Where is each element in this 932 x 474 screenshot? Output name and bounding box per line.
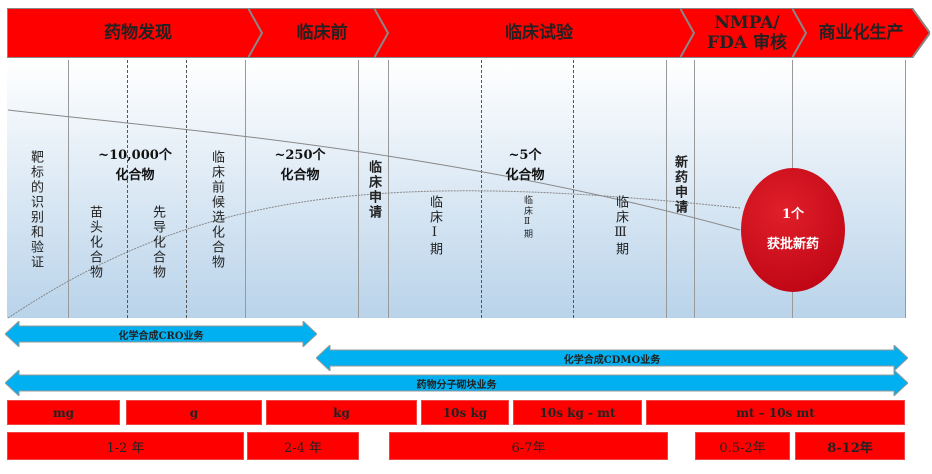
divider <box>186 60 187 318</box>
duration-preclinical: 2-4 年 <box>247 432 359 460</box>
step-lead: 先导化合物 <box>150 205 165 280</box>
count-5: ~5个化合物 <box>505 148 545 183</box>
divider <box>388 60 389 318</box>
stage-nmpa-fda-review: NMPA/ FDA 审核 <box>680 8 814 58</box>
upper-curve <box>7 109 741 231</box>
building-block-service-arrow: 药物分子砌块业务 <box>5 370 908 396</box>
divider <box>245 60 246 318</box>
scale-kg: kg <box>266 400 417 425</box>
step-candidate: 临床前候选化合物 <box>209 150 224 270</box>
step-hit: 苗头化合物 <box>87 205 102 280</box>
divider <box>127 60 128 318</box>
duration-discovery: 1-2 年 <box>7 432 244 460</box>
divider <box>358 60 359 318</box>
step-ind: 临床申请 <box>366 160 381 220</box>
divider <box>666 60 667 318</box>
divider <box>694 60 695 318</box>
scale-mt-10s-mt: mt – 10s mt <box>646 400 905 425</box>
step-target: 靶标的识别和验证 <box>28 150 43 270</box>
divider <box>905 60 906 318</box>
scale-mg: mg <box>7 400 120 425</box>
step-nda: 新药申请 <box>672 155 687 215</box>
scale-10s-kg-mt: 10s kg - mt <box>513 400 642 425</box>
cro-service-arrow: 化学合成CRO业务 <box>5 321 317 347</box>
scale-10s-kg: 10s kg <box>421 400 509 425</box>
divider <box>68 60 69 318</box>
stage-commercial-production: 商业化生产 <box>792 8 930 58</box>
count-10000: ~10,000个化合物 <box>98 148 172 183</box>
divider <box>481 60 482 318</box>
step-phase1: 临床Ⅰ期 <box>427 195 442 257</box>
count-250: ~250个化合物 <box>274 148 326 183</box>
divider <box>573 60 574 318</box>
attrition-curves <box>7 109 741 319</box>
scale-g: g <box>126 400 262 425</box>
duration-review: 0.5-2年 <box>695 432 790 460</box>
duration-commercial: 8-12年 <box>795 432 905 460</box>
lower-curve <box>7 190 741 319</box>
duration-clinical: 6-7年 <box>389 432 668 460</box>
step-phase3: 临床Ⅲ期 <box>613 195 628 257</box>
approved-drug-circle: 1个获批新药 <box>741 168 845 292</box>
step-phase2: 临床Ⅱ期 <box>522 195 532 240</box>
stage-clinical-trials: 临床试验 <box>374 8 704 58</box>
stage-preclinical: 临床前 <box>248 8 396 58</box>
cdmo-service-arrow: 化学合成CDMO业务 <box>316 345 908 371</box>
